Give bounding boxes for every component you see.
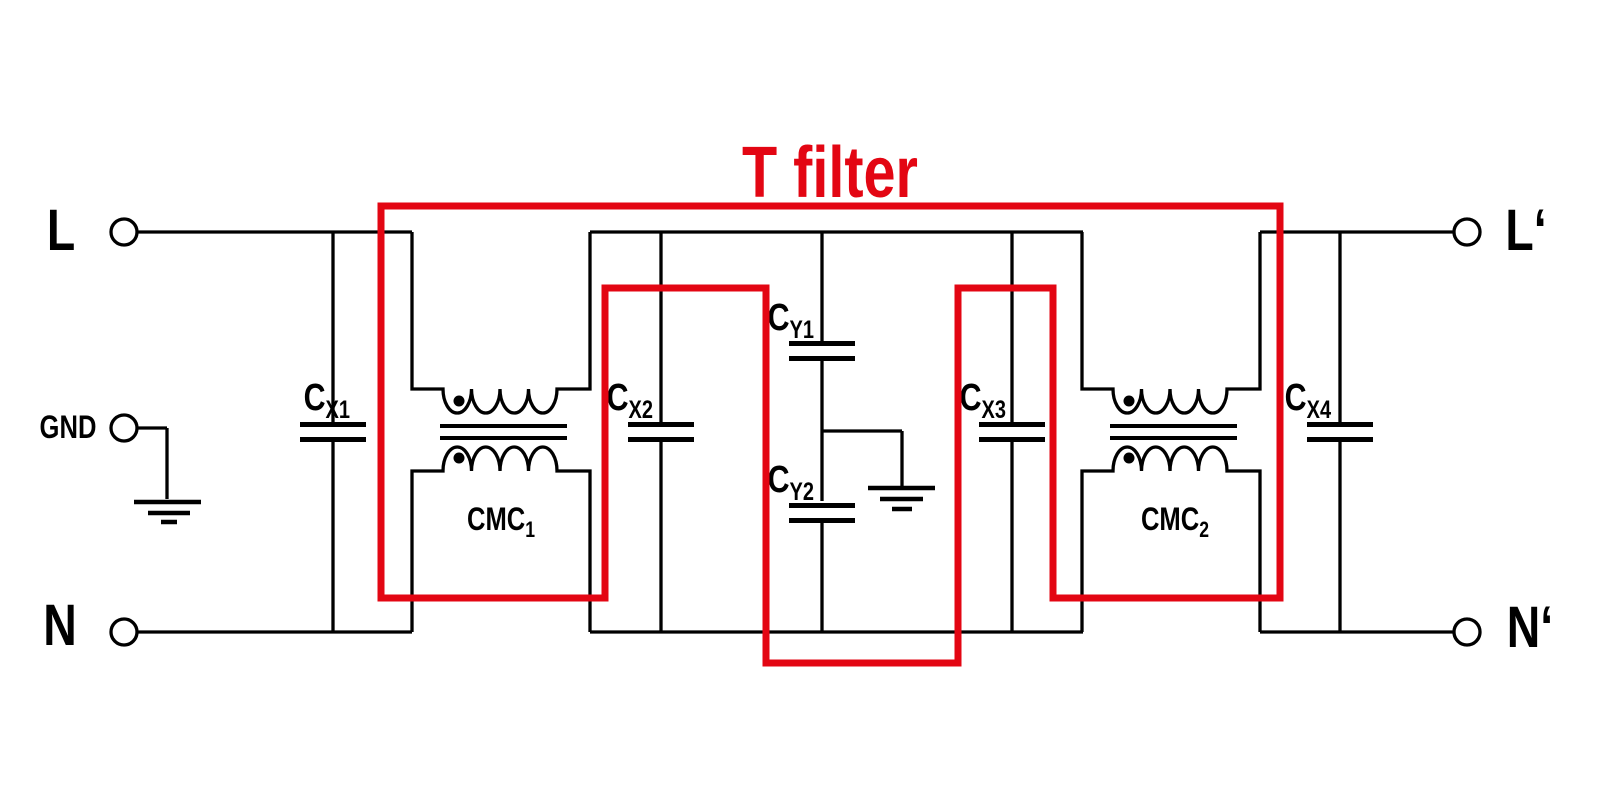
- cmc2-top-winding: [1080, 232, 1262, 415]
- cmc1-label-sub: 1: [525, 518, 535, 542]
- gnd-stub-wire: [137, 426, 169, 499]
- cmc2-polarity-dot-top: [1123, 395, 1135, 407]
- cmc1-core: [440, 424, 567, 440]
- cx3-label: CX3: [960, 377, 1006, 424]
- cy2-label-main: C: [768, 459, 790, 501]
- capacitor-cx4: CX4: [1285, 232, 1373, 632]
- cmc1-label-main: CMC: [467, 502, 525, 537]
- cx1-label-sub: X1: [326, 396, 350, 424]
- cmc2-core: [1110, 424, 1237, 440]
- cmc2-polarity-dot-bottom: [1123, 452, 1135, 464]
- terminal-n-out-node: [1452, 617, 1482, 647]
- cx4-plates: [1307, 422, 1373, 442]
- main-wires: [137, 230, 1454, 634]
- capacitor-cx1: CX1: [300, 232, 366, 632]
- cmc2-label: CMC2: [1141, 502, 1209, 542]
- cx1-label: CX1: [304, 377, 350, 424]
- cx1-label-main: C: [304, 377, 326, 419]
- choke-cmc2: CMC2: [1080, 232, 1262, 632]
- terminal-gnd: GND: [40, 410, 201, 525]
- terminal-n-label: N: [43, 593, 77, 658]
- cx3-plates: [979, 422, 1045, 442]
- cx2-label-main: C: [607, 377, 629, 419]
- cx2-label-sub: X2: [629, 396, 653, 424]
- capacitor-cy1-cy2-branch: CY1 CY2: [768, 232, 935, 632]
- cx2-plates: [628, 422, 694, 442]
- cy2-label: CY2: [768, 459, 814, 506]
- terminal-n-out: N‘: [1452, 595, 1553, 660]
- cmc2-label-sub: 2: [1199, 518, 1209, 542]
- cx1-plates: [300, 422, 366, 442]
- cy2-label-sub: Y2: [790, 478, 814, 506]
- cx4-label-main: C: [1285, 377, 1307, 419]
- cy-ground-tap-wire: [822, 429, 904, 486]
- cmc1-polarity-dot-bottom: [453, 452, 465, 464]
- cx3-label-main: C: [960, 377, 982, 419]
- terminal-gnd-node: [109, 413, 139, 443]
- terminal-n-node: [109, 617, 139, 647]
- cx3-label-sub: X3: [982, 396, 1006, 424]
- terminal-l-label: L: [47, 198, 75, 263]
- capacitor-cx3: CX3: [960, 232, 1045, 632]
- cmc1-polarity-dot-top: [453, 395, 465, 407]
- cx4-label-sub: X4: [1307, 396, 1332, 424]
- terminal-l-out-node: [1452, 217, 1482, 247]
- cy1-label-sub: Y1: [790, 316, 814, 344]
- cmc2-bottom-winding: [1080, 445, 1262, 632]
- cx4-label: CX4: [1285, 377, 1332, 424]
- ground-symbol-middle: [868, 485, 935, 512]
- t-filter-outline: [377, 202, 1284, 667]
- t-filter-title: T filter: [742, 132, 918, 213]
- choke-cmc1: CMC1: [410, 232, 592, 632]
- cmc1-bottom-winding: [410, 445, 592, 632]
- capacitor-cx2: CX2: [607, 232, 694, 632]
- terminal-l: L: [47, 198, 139, 263]
- t-filter-overlay: T filter: [377, 132, 1284, 667]
- terminal-l-node: [109, 217, 139, 247]
- terminal-l-out: L‘: [1452, 198, 1547, 263]
- cx2-label: CX2: [607, 377, 653, 424]
- terminal-n: N: [43, 593, 139, 658]
- cmc2-label-main: CMC: [1141, 502, 1199, 537]
- ground-symbol-left: [134, 499, 201, 525]
- terminal-n-out-label: N‘: [1507, 595, 1553, 660]
- terminal-gnd-label: GND: [40, 410, 97, 445]
- cmc1-label: CMC1: [467, 502, 535, 542]
- cy1-label-main: C: [768, 297, 790, 339]
- cmc1-top-winding: [410, 232, 592, 415]
- cy2-plates: [789, 503, 855, 523]
- cy1-label: CY1: [768, 297, 814, 344]
- cy1-plates: [789, 341, 855, 361]
- terminal-l-out-label: L‘: [1505, 198, 1546, 263]
